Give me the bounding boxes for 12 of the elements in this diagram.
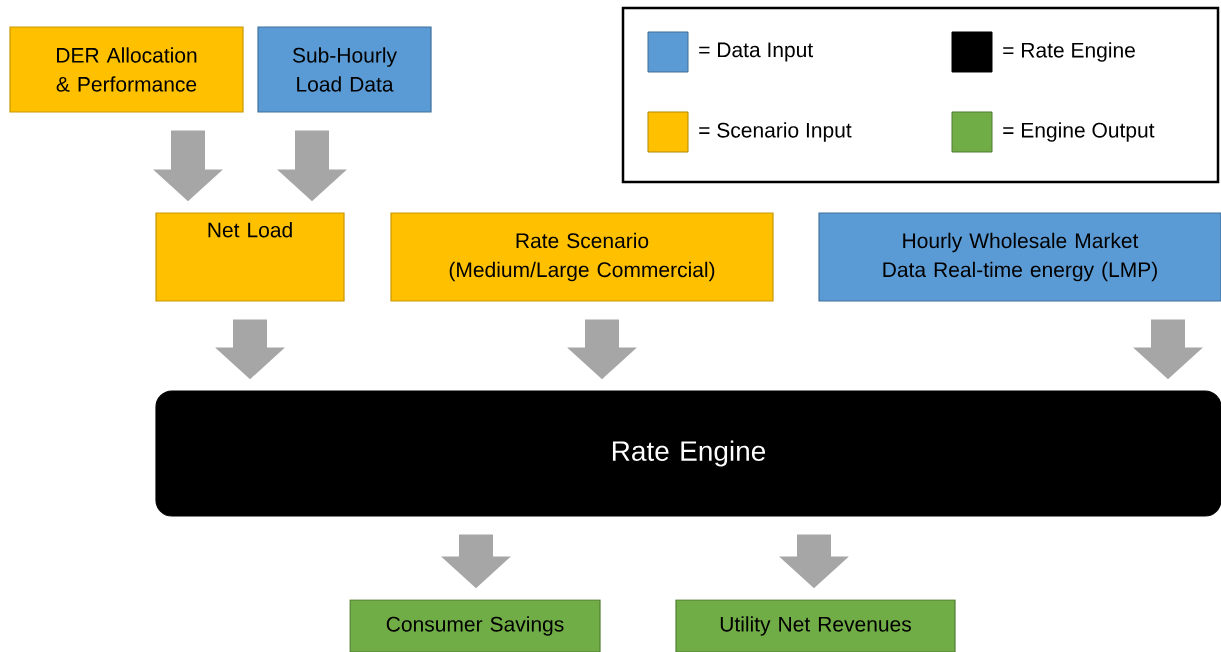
legend-label: = Rate Engine (1003, 42, 1135, 62)
output-box: Utility Net Revenues (675, 599, 956, 652)
scenario-box: DER Allocation & Performance (9, 26, 244, 113)
scenario-box: Net Load (155, 212, 345, 302)
output-box: Consumer Savings (349, 599, 601, 652)
data-box: Sub-Hourly Load Data (257, 26, 432, 113)
legend-label: = Engine Output (1003, 122, 1155, 142)
scenario-box: Rate Scenario (Medium/Large Commercial) (390, 212, 774, 302)
engine-box: Rate Engine (155, 390, 1221, 517)
legend-label: = Data Input (699, 42, 813, 62)
data-box: Hourly Wholesale Market Data Real-time energy (LMP) (818, 212, 1221, 302)
legend-label: = Scenario Input (699, 122, 852, 142)
